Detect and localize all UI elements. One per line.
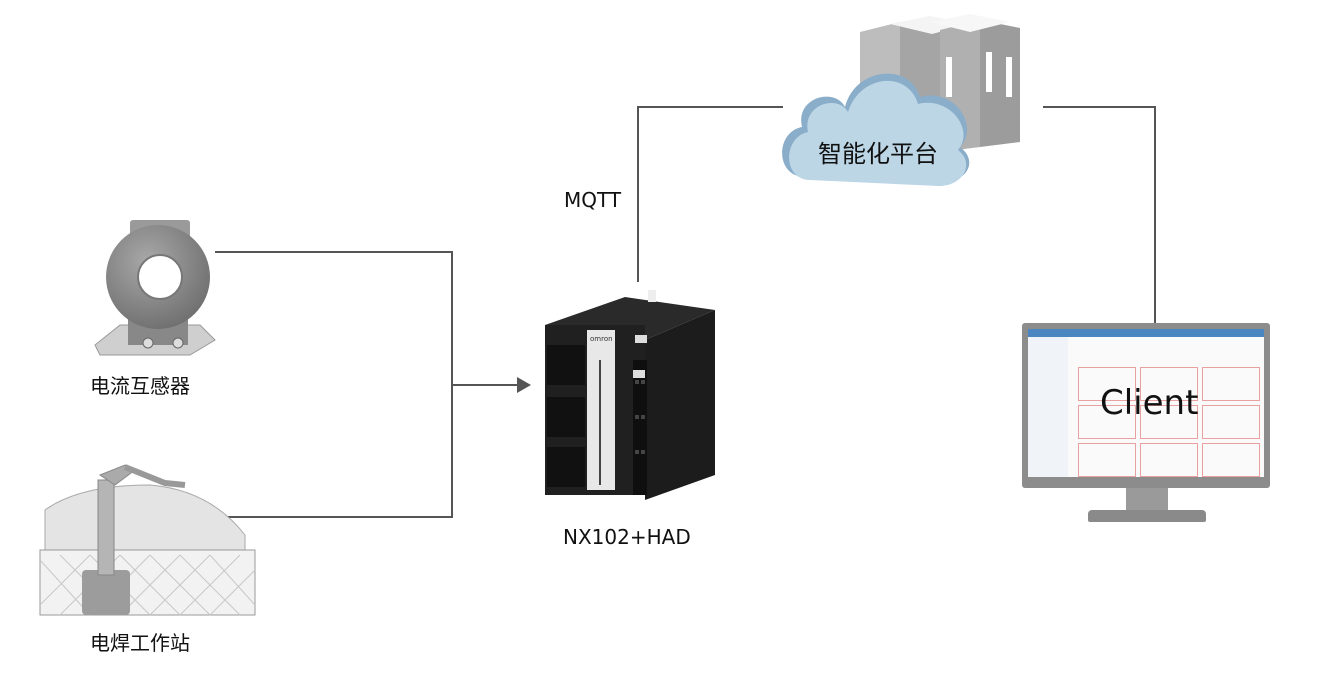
controller-label: NX102+HAD (563, 525, 691, 549)
controller-node[interactable]: omron NX102+HAD (535, 285, 725, 550)
platform-node[interactable]: 智能化平台 (780, 12, 1050, 197)
controller-brand: omron (590, 335, 613, 343)
client-label: Client (1100, 383, 1199, 423)
cloud-icon (782, 73, 970, 187)
monitor-screen (1028, 329, 1264, 477)
connector-ct-horizontal (215, 251, 453, 253)
connector-mqtt-vertical (637, 106, 639, 282)
connector-weld-horizontal (225, 516, 453, 518)
connector-to-controller (451, 384, 519, 386)
monitor-stand (1126, 488, 1168, 510)
mqtt-label: MQTT (564, 188, 622, 212)
screen-header (1028, 329, 1264, 337)
welding-station-node[interactable]: 电焊工作站 (39, 455, 256, 655)
arrow-right-icon (517, 377, 531, 393)
welding-station-label: 电焊工作站 (90, 631, 190, 655)
client-node[interactable]: Client (1022, 323, 1272, 528)
current-transformer-label: 电流互感器 (90, 374, 190, 398)
connector-platform-client-horizontal (1043, 106, 1156, 108)
screen-sidebar (1028, 337, 1068, 477)
connector-platform-client-vertical (1154, 106, 1156, 326)
monitor-base (1088, 510, 1206, 522)
current-transformer-icon (94, 220, 216, 356)
welding-robot-icon (39, 464, 256, 616)
platform-label: 智能化平台 (818, 140, 938, 168)
connector-mqtt-horizontal (637, 106, 783, 108)
screen-chart-grid (1078, 367, 1260, 477)
plc-controller-icon (545, 290, 715, 500)
current-transformer-node[interactable]: 电流互感器 (90, 205, 220, 398)
